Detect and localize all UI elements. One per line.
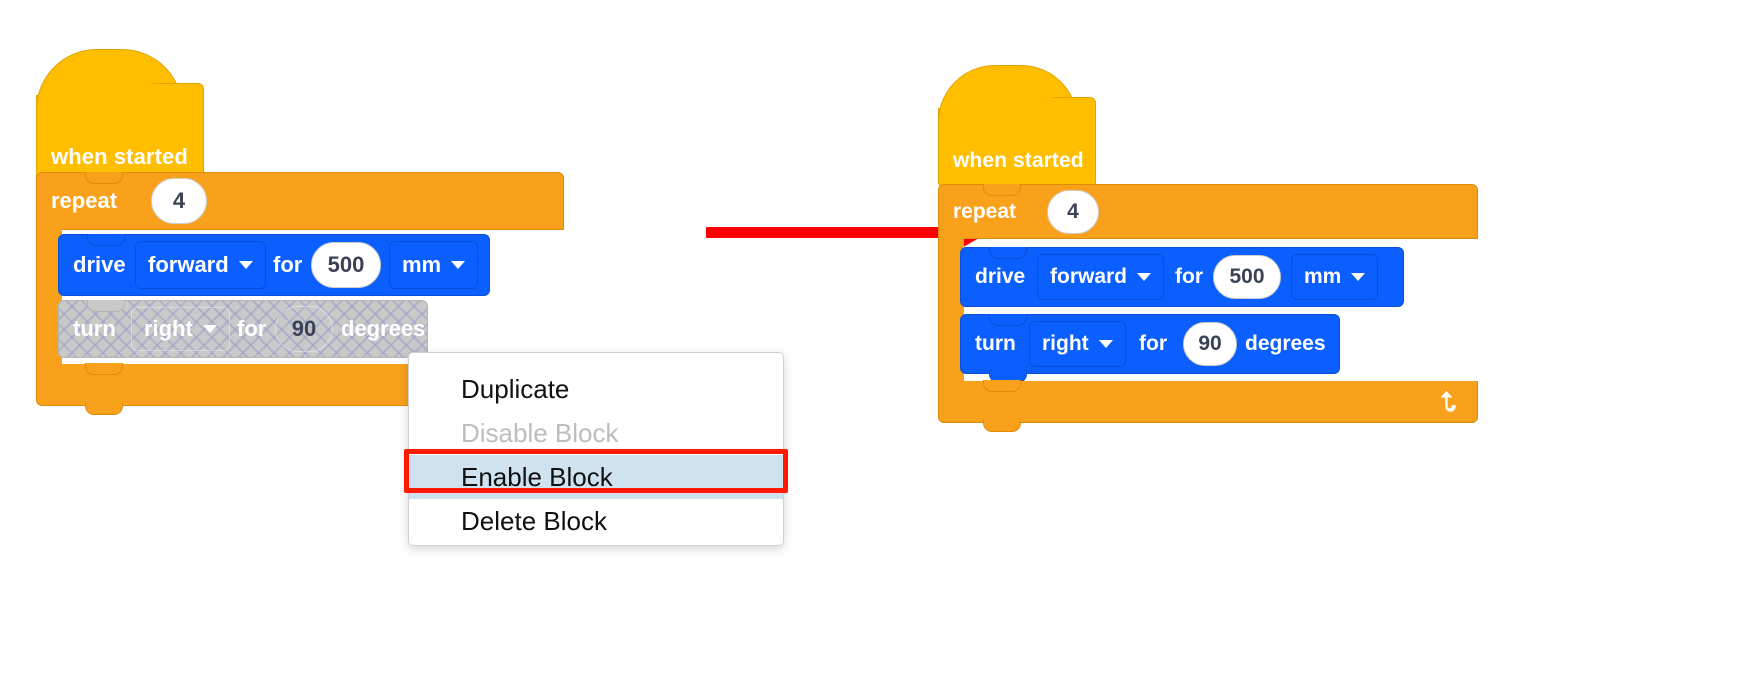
right-turn-unit-label: degrees bbox=[1245, 332, 1326, 355]
hat-shoulder-shape bbox=[1053, 97, 1096, 126]
right-repeat-label: repeat bbox=[953, 199, 1017, 223]
right-turn-direction-dropdown[interactable]: right bbox=[1029, 321, 1126, 367]
right-drive-label: drive bbox=[975, 265, 1026, 288]
right-repeat-count-input[interactable]: 4 bbox=[1047, 189, 1099, 234]
left-drive-block[interactable]: drive forward for 500 mm bbox=[58, 234, 490, 296]
context-menu-label: Enable Block bbox=[461, 461, 613, 492]
right-turn-for-label: for bbox=[1139, 332, 1167, 355]
right-drive-distance-input[interactable]: 500 bbox=[1213, 255, 1281, 299]
left-turn-direction-value: right bbox=[144, 316, 193, 341]
repeat-top-notch-socket bbox=[85, 172, 123, 184]
block-context-menu[interactable]: Duplicate Disable Block Enable Block Del… bbox=[408, 352, 784, 546]
right-turn-angle-input[interactable]: 90 bbox=[1183, 322, 1237, 366]
left-turn-label: turn bbox=[73, 316, 116, 341]
left-drive-unit-dropdown[interactable]: mm bbox=[389, 241, 479, 289]
repeat-bottom-notch bbox=[983, 420, 1021, 432]
right-repeat-block-spine bbox=[938, 238, 964, 382]
context-menu-label: Duplicate bbox=[461, 373, 570, 404]
right-arrow-icon-shaft bbox=[706, 227, 946, 238]
right-repeat-block-footer[interactable] bbox=[938, 380, 1478, 432]
drive-top-notch bbox=[87, 234, 125, 246]
repeat-footer-notch-socket bbox=[85, 363, 123, 375]
right-repeat-block-header[interactable]: repeat 4 bbox=[938, 184, 1478, 239]
repeat-top-notch-socket bbox=[983, 184, 1021, 196]
left-turn-direction-dropdown[interactable]: right bbox=[131, 307, 230, 351]
right-turn-label: turn bbox=[975, 332, 1016, 355]
left-repeat-block-header[interactable]: repeat 4 bbox=[36, 172, 564, 230]
context-menu-item-enable-block[interactable]: Enable Block bbox=[409, 455, 783, 499]
chevron-down-icon bbox=[451, 261, 466, 269]
right-drive-direction-dropdown[interactable]: forward bbox=[1037, 254, 1165, 300]
loop-arrow-icon bbox=[1433, 386, 1461, 420]
left-repeat-label: repeat bbox=[51, 188, 118, 213]
context-menu-label: Delete Block bbox=[461, 505, 607, 536]
repeat-footer-notch-socket bbox=[983, 380, 1021, 392]
chevron-down-icon bbox=[1098, 340, 1113, 348]
chevron-down-icon bbox=[238, 261, 253, 269]
left-drive-label: drive bbox=[73, 252, 126, 277]
chevron-down-icon bbox=[1137, 273, 1152, 281]
right-drive-for-label: for bbox=[1175, 265, 1203, 288]
left-repeat-block-spine bbox=[36, 229, 62, 375]
turn-top-notch bbox=[87, 300, 125, 312]
right-hat-block-when-started[interactable]: when started bbox=[938, 65, 1096, 196]
left-drive-distance-input[interactable]: 500 bbox=[311, 242, 381, 288]
right-drive-unit-value: mm bbox=[1304, 265, 1342, 288]
context-menu-item-disable-block: Disable Block bbox=[409, 411, 783, 455]
left-turn-unit-label: degrees bbox=[341, 316, 426, 341]
left-drive-unit-value: mm bbox=[402, 252, 442, 277]
chevron-down-icon bbox=[1351, 273, 1366, 281]
right-drive-direction-value: forward bbox=[1050, 265, 1128, 288]
right-drive-unit-dropdown[interactable]: mm bbox=[1291, 254, 1379, 300]
left-turn-block-disabled[interactable]: turn right for 90 degrees bbox=[58, 300, 428, 358]
left-hat-label: when started bbox=[51, 144, 188, 169]
right-hat-label: when started bbox=[953, 149, 1084, 172]
left-repeat-count-input[interactable]: 4 bbox=[151, 178, 207, 224]
right-drive-block[interactable]: drive forward for 500 mm bbox=[960, 247, 1404, 307]
context-menu-item-duplicate[interactable]: Duplicate bbox=[409, 367, 783, 411]
left-drive-direction-dropdown[interactable]: forward bbox=[135, 241, 266, 289]
repeat-bottom-notch bbox=[85, 403, 123, 415]
left-drive-direction-value: forward bbox=[148, 252, 229, 277]
chevron-down-icon bbox=[202, 325, 217, 333]
left-turn-for-label: for bbox=[237, 316, 267, 341]
turn-top-notch bbox=[989, 314, 1027, 326]
right-turn-direction-value: right bbox=[1042, 332, 1089, 355]
left-turn-angle-input[interactable]: 90 bbox=[275, 306, 333, 352]
left-drive-for-label: for bbox=[273, 252, 303, 277]
context-menu-item-delete-block[interactable]: Delete Block bbox=[409, 499, 783, 543]
hat-shoulder-shape bbox=[153, 83, 204, 112]
drive-top-notch bbox=[989, 247, 1027, 259]
context-menu-label: Disable Block bbox=[461, 417, 619, 448]
right-turn-block-enabled[interactable]: turn right for 90 degrees bbox=[960, 314, 1340, 383]
